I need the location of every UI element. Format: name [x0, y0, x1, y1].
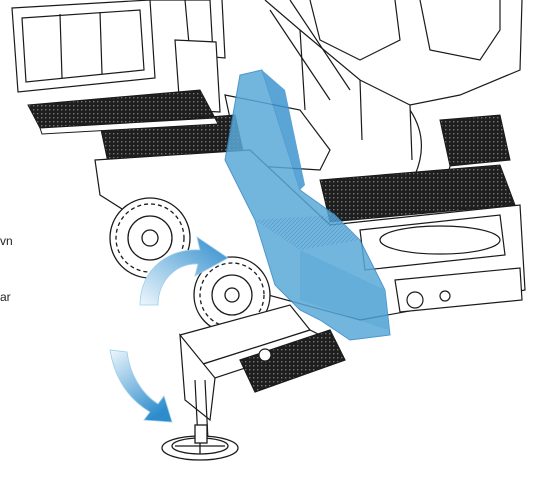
highlighted-outrigger-assembly [224, 69, 391, 341]
rotate-arrow [139, 236, 229, 306]
wheel-front [193, 256, 271, 334]
fold-down-arrow [109, 349, 173, 423]
cropped-label-1: vn [0, 234, 13, 248]
outrigger-foot-pad [161, 424, 239, 461]
cropped-label-2: ar [0, 290, 11, 304]
outrigger-beam [179, 304, 346, 441]
